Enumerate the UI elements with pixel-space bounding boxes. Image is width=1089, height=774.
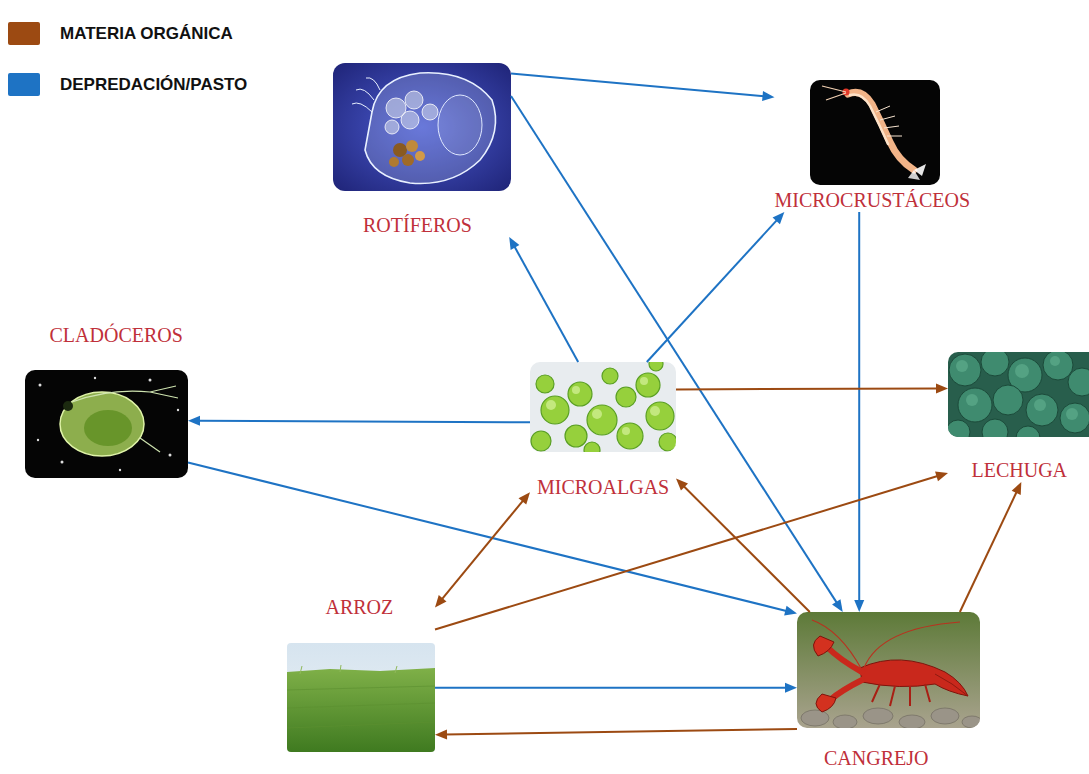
flow-line (511, 96, 837, 604)
flow-arrow (509, 237, 578, 362)
legend-row: MATERIA ORGÁNICA (8, 22, 233, 45)
flow-line (683, 486, 810, 612)
organism-node: MICROALGAS (530, 362, 676, 499)
arrow-head (762, 91, 774, 101)
microalgae-photo (530, 362, 676, 452)
arrow-head (435, 730, 447, 740)
organism-label: ARROZ (326, 595, 395, 619)
arrow-head (832, 599, 843, 612)
organism-node: LECHUGA (948, 352, 1089, 482)
flow-arrow (435, 729, 797, 740)
arrow-head (854, 600, 864, 612)
lettuce-photo (948, 352, 1089, 437)
arrow-head (676, 478, 688, 490)
legend-swatch (8, 22, 40, 45)
arrow-head (784, 606, 797, 616)
arrow-head (935, 472, 948, 482)
cladoceran-photo (25, 370, 188, 478)
flow-arrow (188, 416, 530, 426)
flow-line (647, 219, 778, 362)
flow-line (441, 500, 523, 600)
flow-arrow (435, 472, 948, 630)
legend-row: DEPREDACIÓN/PASTO (8, 73, 247, 96)
organism-label: MICROCRUSTÁCEOS (775, 188, 972, 212)
arrow-head (785, 683, 797, 693)
flow-line (511, 73, 765, 96)
organism-node: ROTÍFEROS (333, 63, 511, 237)
organism-label: MICROALGAS (537, 475, 671, 499)
flow-arrow (188, 463, 797, 616)
organism-node: ARROZ (287, 595, 435, 752)
flow-line (198, 421, 530, 423)
arrow-head (509, 237, 519, 250)
organism-label: CANGREJO (824, 746, 930, 770)
organism-node: CLADÓCEROS (25, 323, 188, 478)
flow-arrow (647, 212, 785, 362)
arrow-head (1012, 482, 1022, 495)
flow-arrow (960, 482, 1021, 612)
flow-arrow (854, 212, 864, 612)
legend-text: MATERIA ORGÁNICA (60, 23, 233, 45)
flow-arrow (676, 478, 810, 612)
arrow-head (936, 383, 948, 393)
legend-swatch (8, 73, 40, 96)
flow-line (514, 246, 578, 362)
flow-line (858, 212, 860, 602)
arrow-head (188, 416, 200, 426)
crayfish-photo (797, 612, 980, 728)
flow-line (676, 387, 938, 390)
flow-line (188, 463, 787, 612)
flow-line (445, 729, 797, 735)
organism-label: CLADÓCEROS (50, 323, 185, 347)
microcrustacean-photo (810, 80, 940, 185)
flow-arrow (511, 73, 775, 101)
legend-text: DEPREDACIÓN/PASTO (60, 74, 247, 96)
rice-field-photo (287, 643, 435, 752)
flow-line (960, 491, 1017, 612)
flow-arrow (435, 683, 797, 693)
arrow-head (773, 212, 785, 224)
arrow-head (519, 492, 530, 504)
rotifer-photo (333, 63, 511, 191)
flow-line (435, 687, 787, 689)
organism-label: ROTÍFEROS (363, 213, 473, 237)
flow-line (435, 476, 938, 630)
flow-arrow (511, 96, 843, 612)
flow-arrow (676, 383, 948, 393)
organism-node: MICROCRUSTÁCEOS (775, 80, 972, 212)
organism-label: LECHUGA (972, 458, 1069, 482)
organism-node: CANGREJO (797, 612, 980, 770)
flow-arrow (435, 492, 530, 607)
arrow-head (435, 595, 446, 607)
